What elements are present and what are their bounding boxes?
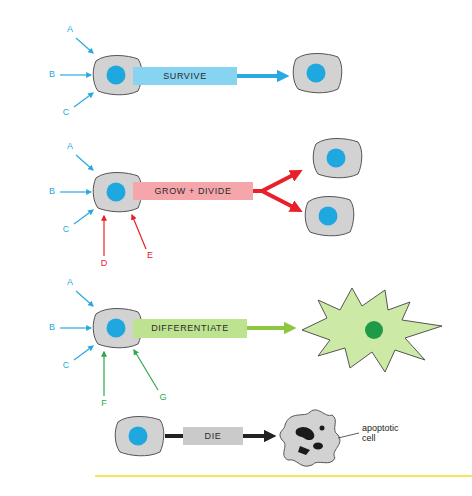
- process-label: DIFFERENTIATE: [151, 324, 229, 333]
- signal-arrow: [74, 210, 93, 224]
- signal-letter: C: [63, 225, 70, 235]
- process-bar: GROW + DIVIDE: [133, 182, 253, 200]
- signal-arrow: [103, 352, 104, 396]
- signal-letter: G: [159, 393, 166, 403]
- process-arrow: [258, 191, 297, 209]
- signal-arrow: [76, 291, 93, 306]
- signal-letter: C: [63, 361, 70, 371]
- signal-arrows: [60, 155, 146, 256]
- nuclear-fragments: [296, 426, 325, 456]
- signal-letter: B: [49, 187, 55, 197]
- process-bar: SURVIVE: [133, 67, 237, 85]
- signal-arrows: [60, 38, 142, 107]
- signal-letter: C: [63, 108, 70, 118]
- signal-arrows: [60, 291, 158, 396]
- apoptotic-cell: [280, 410, 340, 466]
- signal-arrow: [103, 216, 104, 256]
- signal-letter: B: [49, 323, 55, 333]
- signal-letter: D: [101, 259, 108, 269]
- process-bar: DIE: [183, 427, 243, 445]
- signal-arrow: [60, 191, 91, 192]
- cell: [305, 197, 354, 236]
- cell: [115, 417, 164, 456]
- signal-arrow: [74, 93, 93, 107]
- signal-arrow: [132, 215, 146, 249]
- cell: [313, 139, 362, 178]
- rule-line: [95, 475, 472, 477]
- signal-arrow: [76, 38, 93, 53]
- process-label: DIE: [205, 432, 222, 441]
- leader-line: [338, 433, 359, 438]
- signal-letter: A: [67, 278, 73, 288]
- fragment: [313, 443, 323, 450]
- signal-letter: A: [67, 25, 73, 35]
- cell: [293, 54, 342, 93]
- process-bar: DIFFERENTIATE: [133, 319, 247, 338]
- signal-letter: F: [101, 399, 107, 409]
- fragment: [298, 446, 310, 455]
- process-label: GROW + DIVIDE: [154, 187, 231, 196]
- signal-arrow: [134, 350, 158, 390]
- signal-arrow: [60, 327, 91, 328]
- fragment: [296, 427, 315, 440]
- nucleus: [365, 321, 383, 339]
- signal-letter: B: [49, 70, 55, 80]
- process-label: SURVIVE: [163, 72, 207, 81]
- callout-label: apoptotic cell: [362, 424, 414, 444]
- signal-arrow: [60, 74, 91, 75]
- fragment: [320, 426, 325, 431]
- signal-arrow: [76, 155, 93, 170]
- signal-letter: A: [67, 142, 73, 152]
- differentiated-cell: [302, 288, 442, 372]
- signal-arrow: [74, 346, 93, 360]
- signal-letter: E: [147, 251, 153, 261]
